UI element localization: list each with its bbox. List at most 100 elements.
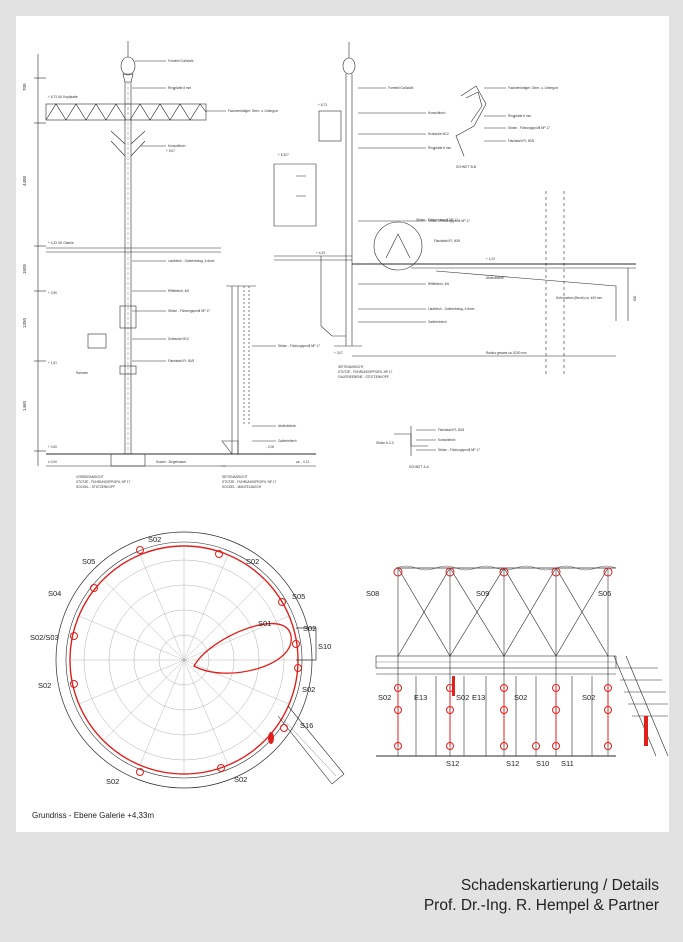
plan-label: S02: [246, 557, 259, 566]
level-ukkopf: + 8,73 UK Kopfplatte: [48, 95, 78, 99]
side-gal-title-2: STÜTZE - FÜHRUNGSPROFIL NP 17: [338, 370, 393, 374]
note-cover: Abdeckblech: [278, 424, 296, 428]
plan-label: S02: [303, 624, 316, 633]
note-base: Sockel - Ziegelmauer: [156, 460, 187, 464]
note-gallery-2: Gallerieblech: [428, 320, 447, 324]
cross-section: [352, 191, 636, 376]
elev-label: S12: [506, 759, 519, 768]
note-gallery: Gallerieblech: [278, 439, 297, 443]
note-frame: Rahmen: [76, 371, 88, 375]
section-a: [394, 426, 436, 456]
note-walkway-2: Laufblech - Galeriebelag, 4-6mm: [428, 307, 475, 311]
level-012: ca. - 0,12: [296, 460, 310, 464]
plan-title: Grundriss - Ebene Galerie +4,33m: [32, 811, 154, 820]
cross-section-text: Stütze - Führungsprofil NP 17 Flachstahl…: [416, 218, 637, 355]
note-flat-3: Flachstahl FL 50/5: [508, 139, 534, 143]
elev-label: S02: [514, 693, 527, 702]
dim-1605: 1605: [22, 263, 27, 274]
note-chequer-2: Riffelblech, 4/6: [428, 282, 449, 286]
gallery-plan: [55, 531, 345, 789]
elev-label: S09: [476, 589, 489, 598]
dim-4400: 4400: [22, 175, 27, 186]
side-base-title-2: STÜTZE - FÜHRUNGSPROFIL NP 17: [222, 480, 277, 484]
level-507: + 5,07: [166, 149, 175, 153]
level-873: + 8,73: [318, 103, 327, 107]
plan-label: S04: [48, 589, 61, 598]
elev-label: S02: [582, 693, 595, 702]
plan-label: S02: [234, 775, 247, 784]
section-a-text: Flachstahl FL 50/5 Konsolblech Stütze - …: [376, 428, 480, 469]
note-chequer: Riffelblech, 4/6: [168, 289, 189, 293]
note-bracket: Konsolblech: [168, 144, 186, 148]
plan-label: S02: [148, 535, 161, 544]
elev-label: S08: [366, 589, 379, 598]
plan-label: S02/S03: [30, 633, 59, 642]
front-title-3: SOCKEL - STÜTZENKOPF: [76, 485, 115, 489]
note-walkway: Laufblech - Galeriebelag, 4-6mm: [168, 259, 215, 263]
note-bolts: Schraube M12: [168, 337, 189, 341]
level-433: + 4,33: [316, 251, 325, 255]
side-view-base: [221, 285, 316, 467]
side-base-title-3: SOCKEL - MANTELBLECH: [222, 485, 262, 489]
gallery-plan-labels: S02 S05 S02 S04 S05 S01 S02 S02/S03 S10 …: [30, 535, 331, 820]
note-finial-2: Formteil Gußstahl: [388, 86, 414, 90]
elev-label: S10: [536, 759, 549, 768]
elev-label: S11: [561, 759, 574, 768]
note-ring-2: Ringplatte 8 mm: [428, 146, 452, 150]
note-purlin-2: Fachwerkträger: Ober- u. Untergurt: [508, 86, 558, 90]
damage-elevation-labels: S08 S09 S06 S02 E13 S02 E13 S02 S02 S12 …: [366, 589, 611, 768]
level-290: + 2,90: [48, 291, 57, 295]
note-radius: Radius gesamt ca. 5200 mm: [486, 351, 527, 355]
plan-label: S10: [318, 642, 331, 651]
note-cover-2: Abdeckblech: [486, 276, 504, 280]
elev-label: E13: [414, 693, 427, 702]
side-gal-title-1: SEITENANSICHT: [338, 365, 364, 369]
note-bracket-2: Konsolblech: [428, 111, 446, 115]
section-b: [455, 85, 506, 157]
note-bracket-3: Konsolblech: [438, 438, 456, 442]
plan-label: S02: [106, 777, 119, 786]
note-deformation: Deformation (Beule) ca. 400 mm: [556, 296, 602, 300]
note-purlin: Fachwerkträger: Ober- u. Untergurt: [228, 109, 278, 113]
plan-label: S05: [82, 557, 95, 566]
side-view-gallery-text: Formteil Gußstahl + 8,73 + 5,327 + 4,33 …: [278, 86, 475, 379]
level-pm000: ± 0,00: [48, 460, 57, 464]
note-guide-3: Stütze - Führungsprofil NP 17: [428, 219, 470, 223]
note-flat-2: Flachstahl FL 50/5: [434, 239, 460, 243]
side-view-base-text: Stütze - Führungsprofil NP 17 Abdeckblec…: [222, 344, 320, 489]
dim-1460: 1460: [22, 400, 27, 411]
section-b-title: SCHNITT B-B: [456, 165, 476, 169]
side-base-title-1: SEITENANSICHT: [222, 475, 248, 479]
caption: Schadenskartierung / Details Prof. Dr.-I…: [424, 876, 659, 916]
note-flat-4: Flachstahl FL 50/5: [438, 428, 464, 432]
note-guide: Stütze - Führungsprofil NP 17: [168, 309, 210, 313]
note-guide-6: Stütze - Führungsprofil NP 17: [438, 448, 480, 452]
section-b-text: Fachwerkträger: Ober- u. Untergurt Ringp…: [456, 86, 558, 169]
technical-drawing: 700 4400 1605 1350 1460 + 8,73 UK Kopfpl…: [22, 41, 669, 820]
note-guide-5: Stütze - Führungsprofil NP 17: [508, 126, 550, 130]
side-gal-title-3: GALERIEEBENE - STÜTZENKOPF: [338, 375, 389, 379]
drawing-sheet: 700 4400 1605 1350 1460 + 8,73 UK Kopfpl…: [16, 16, 669, 832]
dim-1350: 1350: [22, 317, 27, 328]
level-000: + 0,00: [48, 445, 57, 449]
elev-label: S02: [378, 693, 391, 702]
damage-elevation: [375, 565, 669, 757]
dim-600: 600: [633, 295, 637, 301]
note-ring-3: Ringplatte 8 mm: [508, 114, 532, 118]
plan-label: S16: [300, 721, 313, 730]
caption-title: Schadenskartierung / Details: [460, 877, 659, 894]
plan-label: S02: [302, 685, 315, 694]
elev-label: S12: [446, 759, 459, 768]
note-flat: Flachstahl FL 50/5: [168, 359, 194, 363]
front-title-2: STÜTZE - FÜHRUNGSPROFIL NP 17: [76, 480, 131, 484]
level-151: + 1,51: [48, 361, 57, 365]
plan-label: S05: [292, 592, 305, 601]
note-ring: Ringplatte 8 mm: [168, 86, 192, 90]
elev-label: S06: [598, 589, 611, 598]
level-5327: + 5,327: [278, 153, 289, 157]
note-finial: Formteil Gußstahl: [168, 59, 194, 63]
side-view-gallery: [273, 42, 426, 347]
note-guide-4: Stütze - Führungsprofil NP 17: [416, 218, 458, 222]
level-307: + 3,07: [334, 351, 343, 355]
elev-label: S02: [456, 693, 469, 702]
